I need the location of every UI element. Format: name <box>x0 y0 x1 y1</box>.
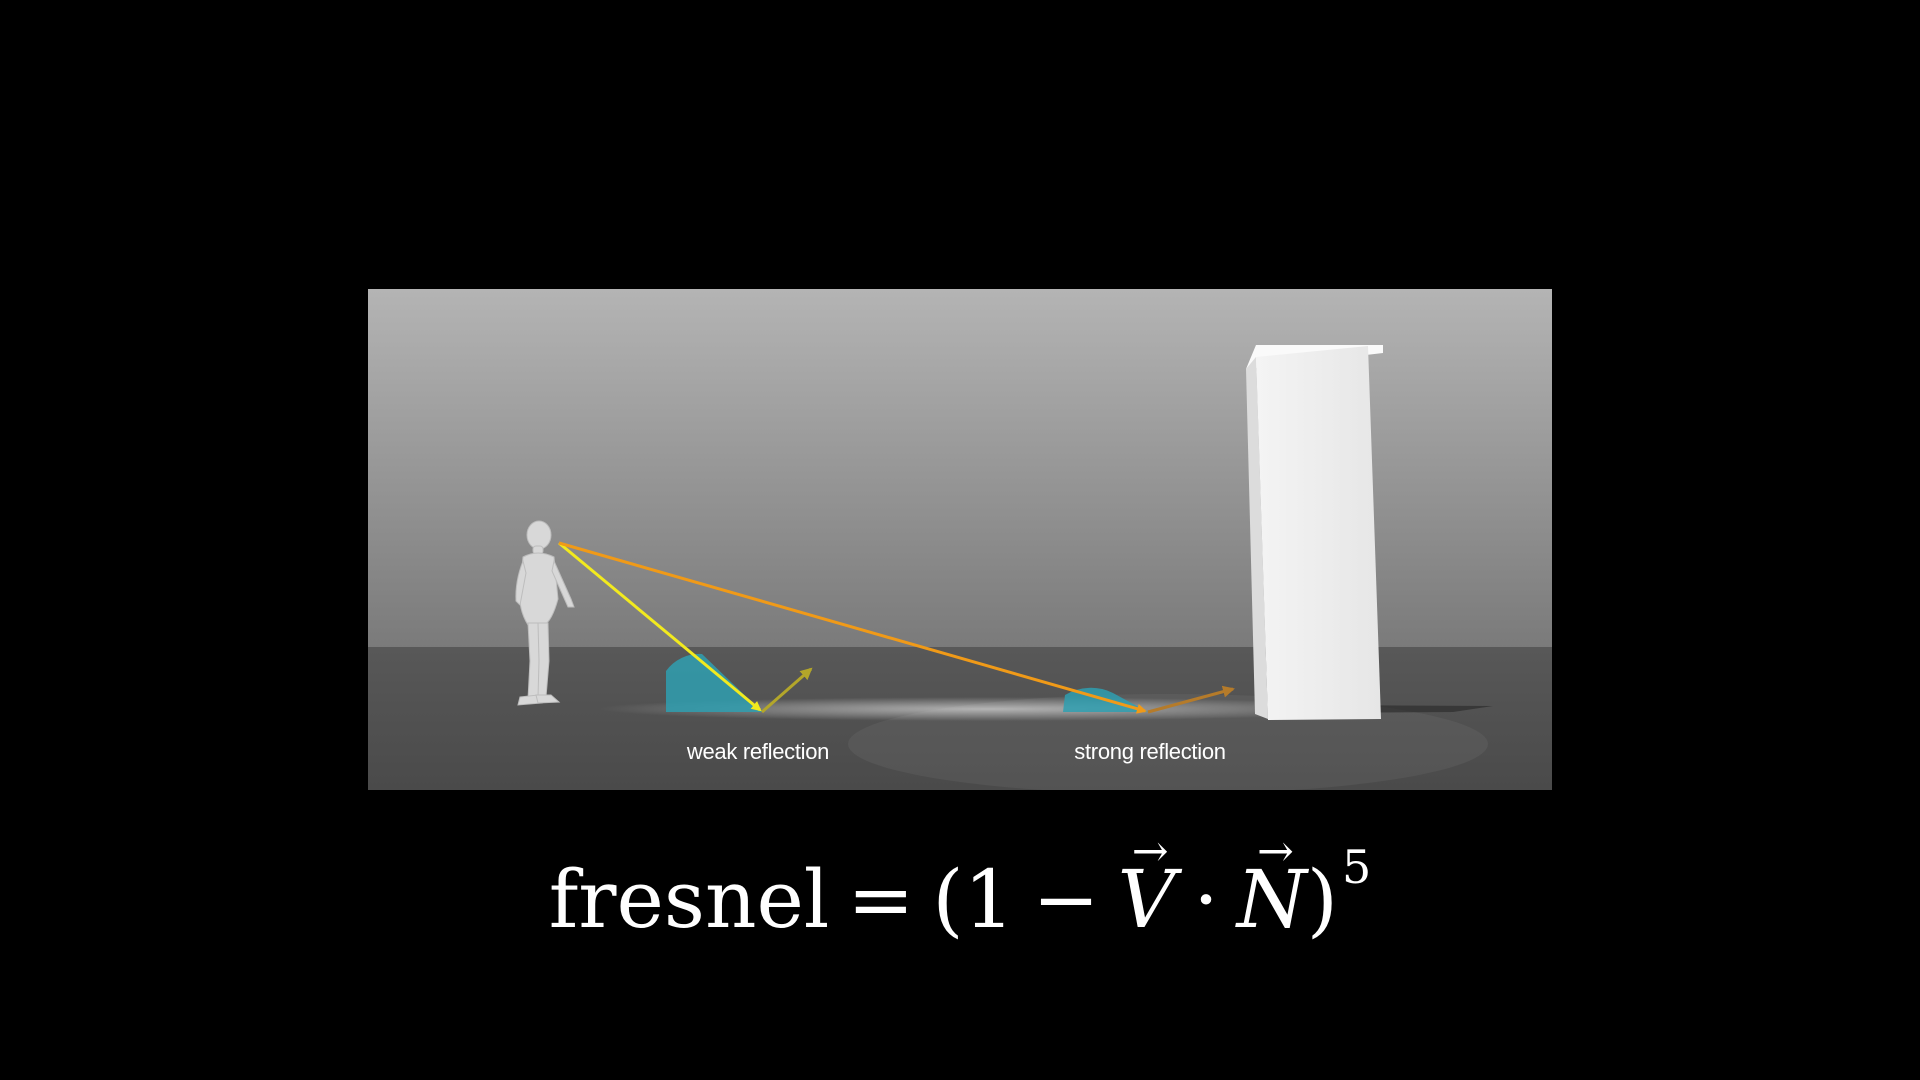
fresnel-formula: fresnel=(1−→V·→N)5 <box>0 830 1920 940</box>
view-vector-arrow: → <box>1131 826 1169 877</box>
fresnel-diagram-scene: weak reflection strong reflection <box>368 289 1552 790</box>
formula-minus: − <box>1032 853 1100 946</box>
human-figure <box>515 520 575 706</box>
strong-reflected-ray <box>1147 685 1235 714</box>
formula-open-paren: ( <box>932 853 964 946</box>
wall-block <box>1246 345 1493 720</box>
weak-reflected-ray <box>761 667 813 714</box>
formula-exponent: 5 <box>1342 840 1372 894</box>
strong-incident-ray <box>558 541 1147 714</box>
formula-close-paren: ) <box>1306 853 1339 946</box>
formula-view-vector: →V <box>1118 830 1176 940</box>
formula-normal-vector: →N <box>1237 830 1307 940</box>
formula-one: 1 <box>963 853 1015 946</box>
weak-incident-ray <box>558 541 762 712</box>
formula-equals: = <box>847 853 915 946</box>
view-vector-symbol: V <box>1117 853 1176 946</box>
weak-angle-arc <box>666 653 762 712</box>
weak-reflection-label: weak reflection <box>686 739 829 764</box>
normal-vector-symbol: N <box>1236 853 1307 946</box>
scene-canvas: weak reflection strong reflection <box>368 289 1552 790</box>
formula-lhs: fresnel <box>548 853 830 946</box>
strong-reflection-label: strong reflection <box>1074 739 1225 764</box>
formula-dot: · <box>1193 853 1219 946</box>
normal-vector-arrow: → <box>1257 826 1294 877</box>
